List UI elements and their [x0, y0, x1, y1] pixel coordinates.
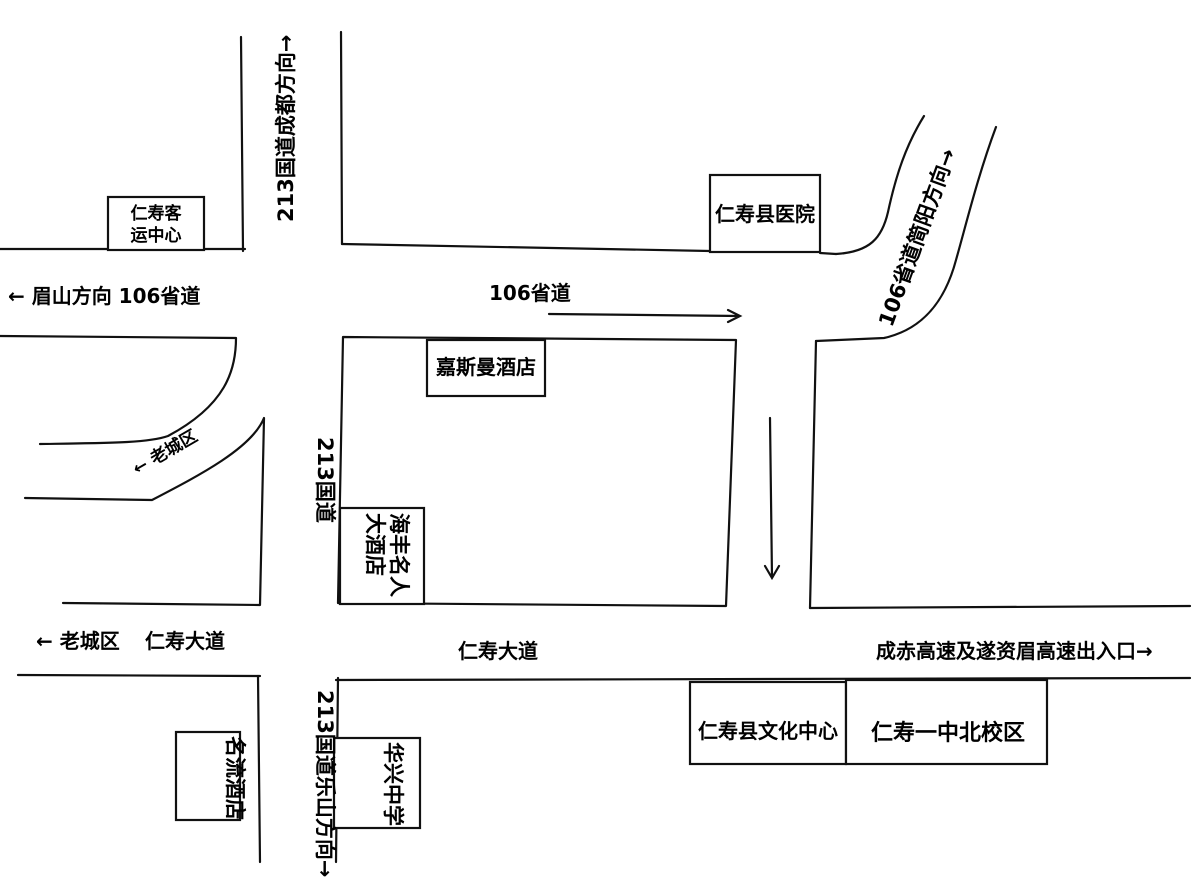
building-huaxing-school: 华兴中学: [332, 736, 422, 830]
building-culture-center: 仁寿县文化中心: [688, 680, 848, 766]
g213-north-label: 213国道成都方向→: [274, 35, 298, 222]
road-edge-east-horizontal: [808, 604, 1192, 610]
road-edge-west-upper: [0, 334, 238, 446]
road-edge-ne-curve-inner: [834, 114, 926, 256]
road-edge-sw-horizontal: [16, 673, 262, 678]
huaxing-label: 华兴中学: [381, 742, 405, 826]
road-lines: [0, 30, 1192, 864]
culture-center-label: 仁寿县文化中心: [698, 719, 838, 743]
south-arrow: [763, 416, 781, 581]
road-edge-nw-vertical: [239, 35, 245, 253]
road-edge-north-horizontal: [340, 242, 838, 256]
old-town-upper-label: ← 老城区: [129, 426, 201, 480]
building-yizhong-north: 仁寿一中北校区: [844, 678, 1049, 766]
s106-center-label: 106省道: [489, 281, 571, 305]
east-arrow: [547, 308, 743, 324]
road-edge-s-horizontal: [334, 676, 1192, 682]
road-edge-sw-vertical: [256, 674, 262, 864]
s106-west-label: ← 眉山方向 106省道: [8, 284, 200, 308]
yizhong-label: 仁寿一中北校区: [871, 720, 1025, 746]
s106-east-label: 106省道简阳方向→: [874, 145, 961, 329]
g213-mid-label: 213国道: [313, 437, 337, 523]
old-town-lower-label: ← 老城区: [36, 629, 120, 653]
road-edge-east-vertical: [808, 339, 818, 610]
building-haifeng-hotel: 海丰名人 大酒店: [338, 506, 426, 606]
mingliu-label: 名流酒店: [223, 736, 247, 820]
bus-center-label-1: 仁寿客: [131, 203, 183, 224]
expressway-label: 成赤高速及遂资眉高速出入口→: [876, 639, 1153, 663]
road-edge-west-lower: [23, 416, 266, 607]
building-bus-center: 仁寿客 运中心: [106, 195, 206, 252]
bus-center-label-2: 运中心: [131, 225, 182, 246]
road-edge-ne-curve-outer: [814, 125, 998, 343]
jiasiman-label: 嘉斯曼酒店: [435, 355, 536, 379]
renshou-west-label: 仁寿大道: [145, 629, 225, 653]
traffic-arrows: [547, 308, 781, 581]
building-jiasiman-hotel: 嘉斯曼酒店: [425, 338, 547, 398]
road-edge-north-vertical: [339, 30, 344, 246]
g213-south-label: 213国道乐山方向→: [313, 690, 337, 877]
haifeng-label-1: 海丰名人: [387, 513, 411, 597]
haifeng-label-2: 大酒店: [363, 513, 387, 576]
building-mingliu-hotel: 名流酒店: [174, 730, 247, 822]
renshou-center-label: 仁寿大道: [458, 639, 538, 663]
building-hospital: 仁寿县医院: [708, 173, 822, 254]
hospital-label: 仁寿县医院: [715, 202, 815, 226]
